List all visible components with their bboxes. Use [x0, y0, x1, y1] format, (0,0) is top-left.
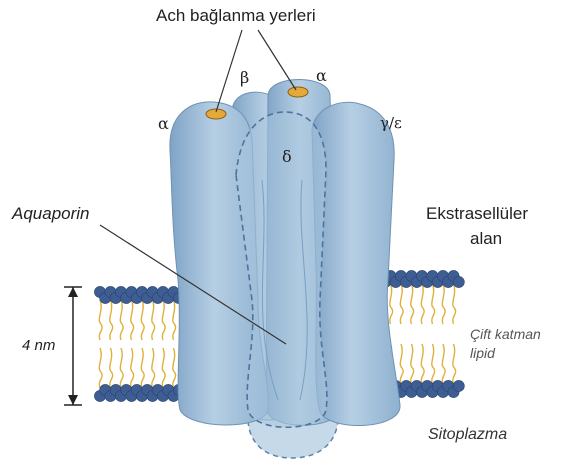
lipid-tail	[442, 344, 445, 384]
lipid-tail	[432, 344, 435, 384]
lipid-tail	[400, 284, 403, 324]
lipid-tail	[120, 300, 123, 340]
lipid-tail	[152, 300, 155, 340]
lipid-tail	[120, 348, 123, 388]
lipid-tail	[99, 300, 102, 340]
lipid-tail	[432, 284, 435, 324]
lipid-tail	[421, 344, 424, 384]
binding-site-right	[288, 87, 308, 97]
lipid-tail	[411, 284, 414, 324]
lipid-tail	[110, 348, 113, 388]
lipid-tail	[173, 300, 176, 340]
alpha-left-label: α	[158, 114, 169, 133]
lipid-head	[453, 380, 464, 391]
lipid-tail	[162, 300, 165, 340]
lipid-tail	[110, 300, 113, 340]
thickness-measure	[64, 287, 82, 405]
delta-label: δ	[282, 147, 292, 166]
lipid-tail	[421, 284, 424, 324]
lipid-tail	[152, 348, 155, 388]
lipid-tail	[400, 344, 403, 384]
extracellular-label-line1: Ekstrasellüler	[426, 204, 528, 224]
alpha-right-label: α	[316, 66, 327, 85]
lipid-tail	[131, 300, 134, 340]
lipid-tail	[141, 348, 144, 388]
bilayer-label-line1: Çift katman	[470, 326, 541, 342]
lipid-tail	[162, 348, 165, 388]
beta-label: β	[240, 68, 249, 87]
lipid-head	[453, 276, 464, 287]
lipid-tail	[141, 300, 144, 340]
lipid-tail	[453, 284, 456, 324]
extracellular-label-line2: alan	[470, 229, 502, 249]
thickness-label: 4 nm	[22, 337, 55, 354]
lipid-tail	[411, 344, 414, 384]
lipid-tail	[390, 284, 393, 324]
pointer-line-right	[258, 30, 296, 90]
gamma-epsilon-label: γ/ε	[380, 114, 402, 132]
lipid-tail	[99, 348, 102, 388]
lipid-tail	[131, 348, 134, 388]
binding-sites-label: Ach bağlanma yerleri	[156, 6, 316, 26]
cytoplasm-label: Sitoplazma	[428, 426, 507, 444]
aquaporin-label: Aquaporin	[12, 204, 90, 224]
lipid-tail	[442, 284, 445, 324]
lipid-tail	[453, 344, 456, 384]
lipid-tail	[173, 348, 176, 388]
bilayer-label-line2: lipid	[470, 345, 495, 361]
